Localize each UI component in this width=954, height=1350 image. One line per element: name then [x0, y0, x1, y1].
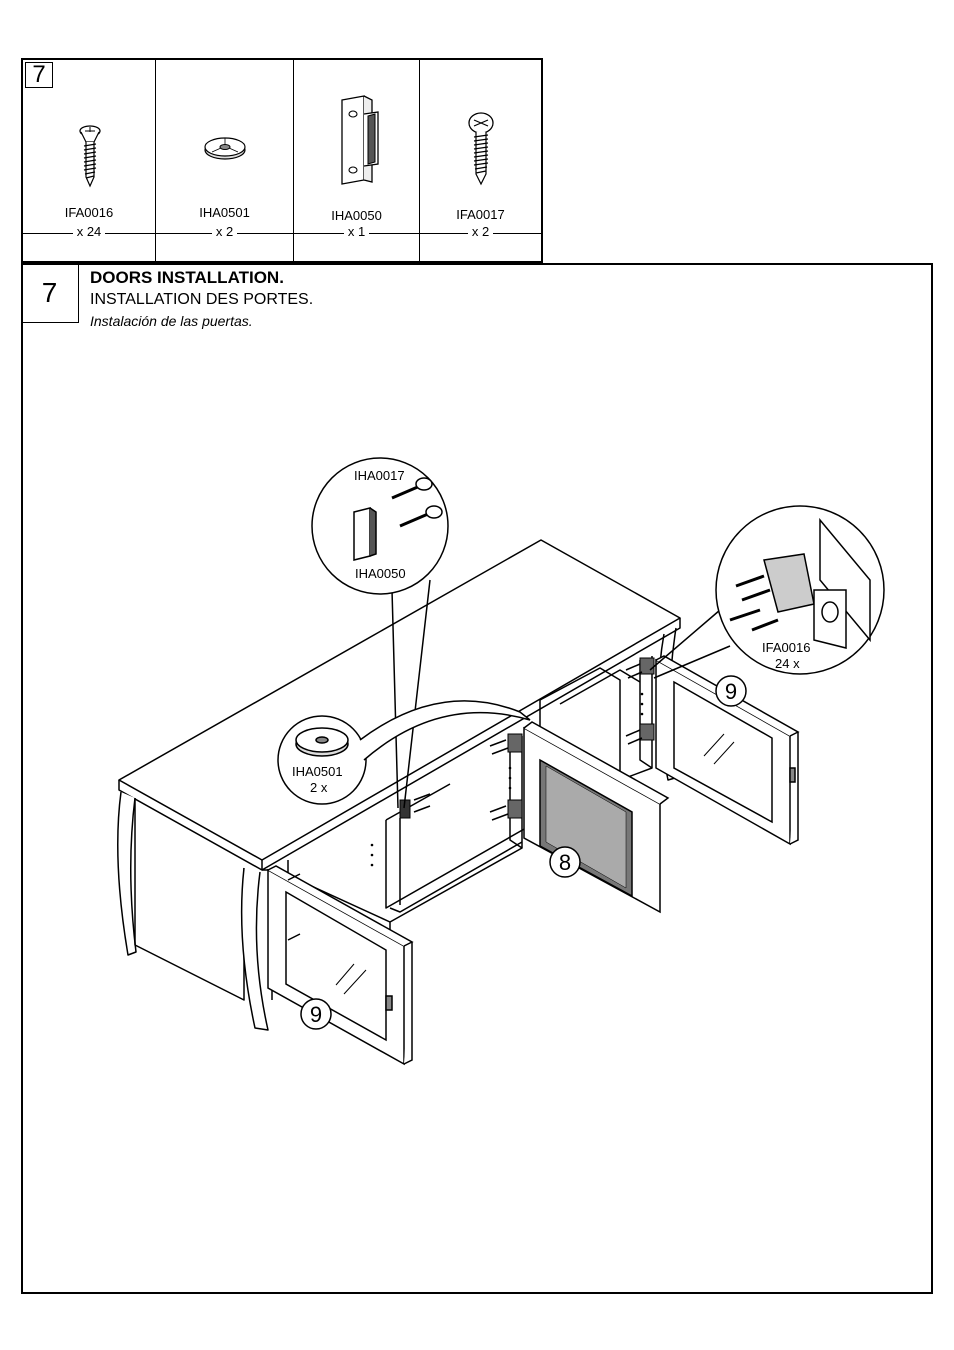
- tv-stand-cabinet: [117, 539, 681, 1031]
- part-qty: x 1: [294, 224, 419, 239]
- step-title-fr: INSTALLATION DES PORTES.: [90, 291, 314, 308]
- hinge-screw-label: IFA0016: [762, 640, 810, 655]
- right-door-number-circle: [715, 675, 747, 707]
- catch-callout: [311, 457, 449, 809]
- right-door-number: 9: [725, 679, 737, 704]
- part-code: IFA0017: [456, 207, 505, 222]
- step-number: 7: [21, 263, 79, 323]
- catch-label: IHA0050: [355, 566, 406, 581]
- bumper-label: IHA0501: [292, 764, 343, 779]
- part-qty: x 24: [23, 224, 155, 239]
- part-code: IFA0016: [64, 205, 114, 220]
- step-title-es: Instalación de las puertas.: [90, 313, 253, 329]
- part-qty: x 2: [156, 224, 293, 239]
- center-door-number-circle: [549, 846, 581, 878]
- parts-step-number: 7: [25, 62, 53, 88]
- left-door-number-circle: [300, 998, 332, 1030]
- center-door-number: 8: [559, 850, 571, 875]
- magnetic-catch-icon: [341, 95, 379, 185]
- alignment-dots: [370, 692, 644, 867]
- part-code: IHA0050: [331, 208, 382, 223]
- catch-screw-label: IHA0017: [354, 468, 405, 483]
- flat-head-screw-icon: [79, 125, 101, 188]
- part-cell-iha0050: IHA0050 x 1: [294, 60, 420, 261]
- hinge-callout: [649, 505, 885, 679]
- part-code: IHA0501: [199, 205, 250, 220]
- pan-head-screw-icon: [468, 112, 494, 186]
- center-mesh-door: [523, 721, 670, 914]
- bumper-callout: [277, 700, 531, 805]
- hinge-screw-qty: 24 x: [775, 656, 800, 671]
- door-bumper-icon: [204, 137, 246, 160]
- left-door-number: 9: [310, 1002, 322, 1027]
- bumper-qty: 2 x: [310, 780, 328, 795]
- step-title-en: DOORS INSTALLATION.: [90, 268, 284, 287]
- part-qty: x 2: [420, 224, 541, 239]
- left-glass-door: [267, 865, 414, 1066]
- part-cell-ifa0017: IFA0017 x 2: [420, 60, 541, 261]
- part-cell-iha0501: IHA0501 x 2: [156, 60, 294, 261]
- instruction-frame: [21, 263, 933, 1294]
- part-cell-ifa0016: IFA0016 x 24: [23, 60, 156, 261]
- parts-table: 7 IFA0016 x 24 IHA0501 x 2: [21, 58, 543, 263]
